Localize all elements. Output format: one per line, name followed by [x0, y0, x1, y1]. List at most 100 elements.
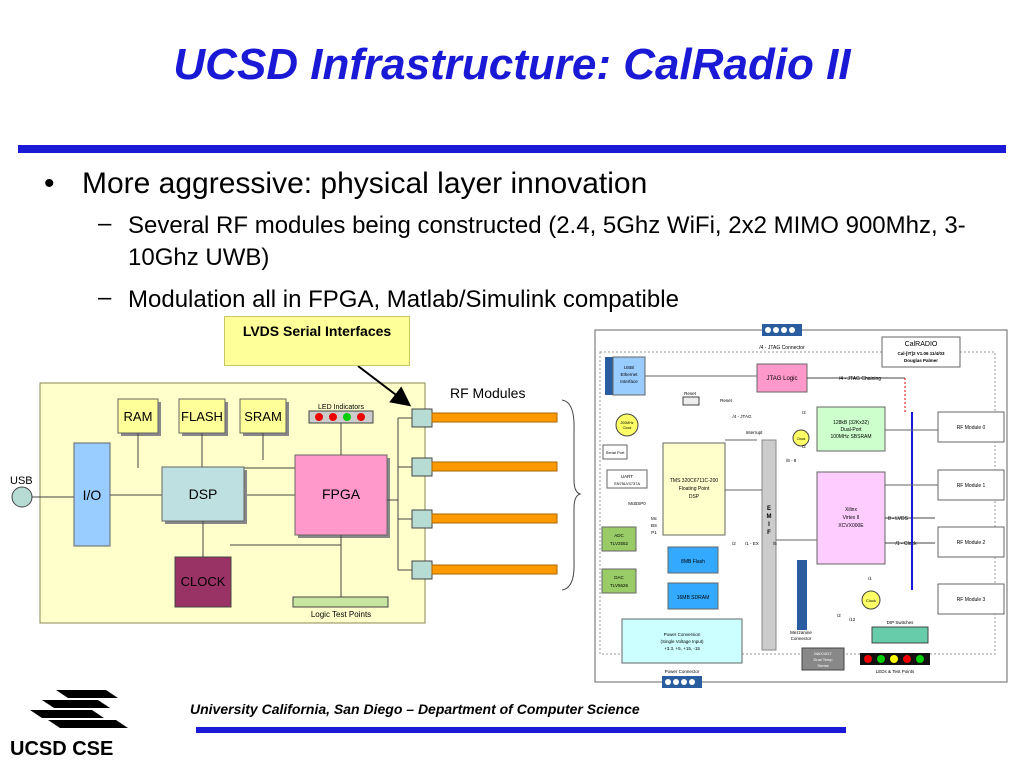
dual-port-label-3: 100MHz SBSRAM: [830, 434, 871, 440]
bullet-dash: –: [98, 210, 112, 237]
sram-label: SRAM: [244, 409, 282, 424]
power-connector-label: Power Connector: [665, 669, 700, 674]
rf-module-0: [937, 411, 1005, 443]
rf-module-3: [937, 583, 1005, 615]
adc-label-1: ADC: [614, 533, 624, 538]
power-label-3: +3.3, +5, +15, -15: [664, 646, 700, 651]
schematic-subtitle2: Douglas Palmer: [904, 358, 938, 363]
mezzanine-label-1: Mezzanine: [790, 630, 812, 635]
reset-label: Reset: [684, 391, 697, 396]
led-green-icon: [343, 413, 351, 421]
slide-footer: University California, San Diego – Depar…: [190, 701, 640, 717]
sdram-chip-label: 16MB SDRAM: [677, 595, 710, 601]
led-icon: [916, 655, 924, 663]
schematic-title: CalRADIO: [905, 341, 938, 348]
dsp-chip-label-1: TMS 320C6711C-200: [670, 478, 718, 484]
lvds-callout: LVDS Serial Interfaces: [224, 316, 410, 366]
jtag4-label: /4 - JTAG: [733, 414, 752, 419]
osc-icon: [615, 413, 639, 437]
dac-label-1: DAC: [614, 575, 624, 580]
ram-label: RAM: [124, 409, 153, 424]
schematic-board: [599, 351, 996, 655]
lvds-label: 8 - LVDS: [888, 516, 909, 522]
emif-i: I: [768, 522, 770, 528]
schematic-title-box: [881, 336, 961, 368]
emif-m: M: [767, 514, 772, 520]
fpga-label: FPGA: [322, 486, 361, 502]
small-label-4: /1 - EX: [745, 541, 759, 546]
interrupt-label: Interrupt: [746, 430, 764, 435]
rf-modules-label: RF Modules: [450, 385, 526, 401]
fpga-block: [294, 454, 388, 536]
small-label-6: /2: [837, 613, 841, 618]
small-label-9: /5: [773, 541, 777, 546]
clock-label: CLOCK: [181, 574, 226, 589]
clock2-label: Clock: [866, 598, 876, 603]
jtag-logic-label: JTAG Logic: [767, 376, 798, 382]
small-label-1: /2: [802, 410, 806, 415]
adc-block: [601, 526, 637, 552]
rf-module-bar-3: [431, 564, 558, 575]
flash-label: FLASH: [181, 409, 223, 424]
small-label-3: /8 - 8: [786, 458, 797, 463]
mc-label-1: Mc: [651, 516, 658, 521]
bullet-dot: •: [44, 167, 55, 200]
max-label-2: Dual Temp: [813, 657, 833, 662]
bullet-2-text: Several RF modules being constructed (2.…: [128, 212, 966, 271]
schematic-wires: [645, 375, 938, 541]
clock-small-label: Clock: [797, 437, 806, 441]
rf-module-bar-0: [431, 412, 558, 423]
dsp-chip-label-2: Floating Point: [679, 486, 710, 492]
led-red-icon: [329, 413, 337, 421]
uart-block: [606, 469, 648, 489]
emif-bus: [761, 439, 777, 651]
adc-label-2: TLV2552: [610, 541, 628, 546]
emif-e: E: [767, 506, 771, 512]
reset-switch: [682, 396, 700, 406]
jtag-chaining-label: /4 - JTAG Chaining: [839, 376, 881, 382]
rf-module-2: [937, 526, 1005, 558]
osc-label-2: Clock: [623, 426, 632, 430]
rf-module-1-label: RF Module 1: [957, 483, 986, 489]
jtag-logic-block: [756, 363, 808, 393]
dsp-block: [161, 466, 245, 522]
led-red-icon: [315, 413, 323, 421]
usb-label-2: Ethernet: [620, 372, 638, 377]
dual-port-label-1: 128kB (32Kx32): [833, 420, 869, 426]
max-label-1: MAX1617: [814, 651, 832, 656]
logic-test-points: [292, 596, 389, 608]
clock2-icon: [861, 590, 881, 610]
usb-label: USB: [10, 475, 33, 487]
ltp-label: Logic Test Points: [311, 610, 371, 619]
flash-chip-block: [667, 546, 719, 574]
dual-port-block: [816, 406, 886, 452]
callout-arrow: [357, 365, 412, 407]
power-label-1: Power Conversion: [664, 632, 701, 637]
small-label-8: /2: [732, 541, 736, 546]
clock-line-label: /1 - Clock: [895, 541, 917, 547]
uart-label-2: SN75LV4737A: [614, 481, 641, 486]
max-label-3: Sense: [817, 663, 829, 668]
serial-port-block: [602, 444, 628, 460]
bullet-3-text: Modulation all in FPGA, Matlab/Simulink …: [128, 286, 679, 313]
ram-block: [117, 398, 159, 434]
led-icon: [877, 655, 885, 663]
ucsd-cse-logo-text: UCSD CSE: [10, 738, 114, 760]
dsp-label: DSP: [189, 486, 218, 502]
mc-label-2: BS: [651, 523, 657, 528]
rf-connectors: [387, 408, 558, 580]
footer-divider: [196, 727, 846, 733]
mezzanine-label-2: Connector: [791, 636, 812, 641]
dac-label-2: TLV5626: [610, 583, 628, 588]
led-red-icon: [357, 413, 365, 421]
title-divider: [18, 145, 1006, 153]
bullet-dash: –: [98, 284, 112, 311]
small-label-2: /2: [802, 444, 806, 449]
io-label: I/O: [83, 487, 102, 503]
bullet-1-text: More aggressive: physical layer innovati…: [82, 167, 648, 200]
osc-label-1: 200MHz: [620, 421, 633, 425]
dsp-chip-block: [662, 442, 726, 536]
ucsd-logo-icon: [30, 690, 128, 728]
